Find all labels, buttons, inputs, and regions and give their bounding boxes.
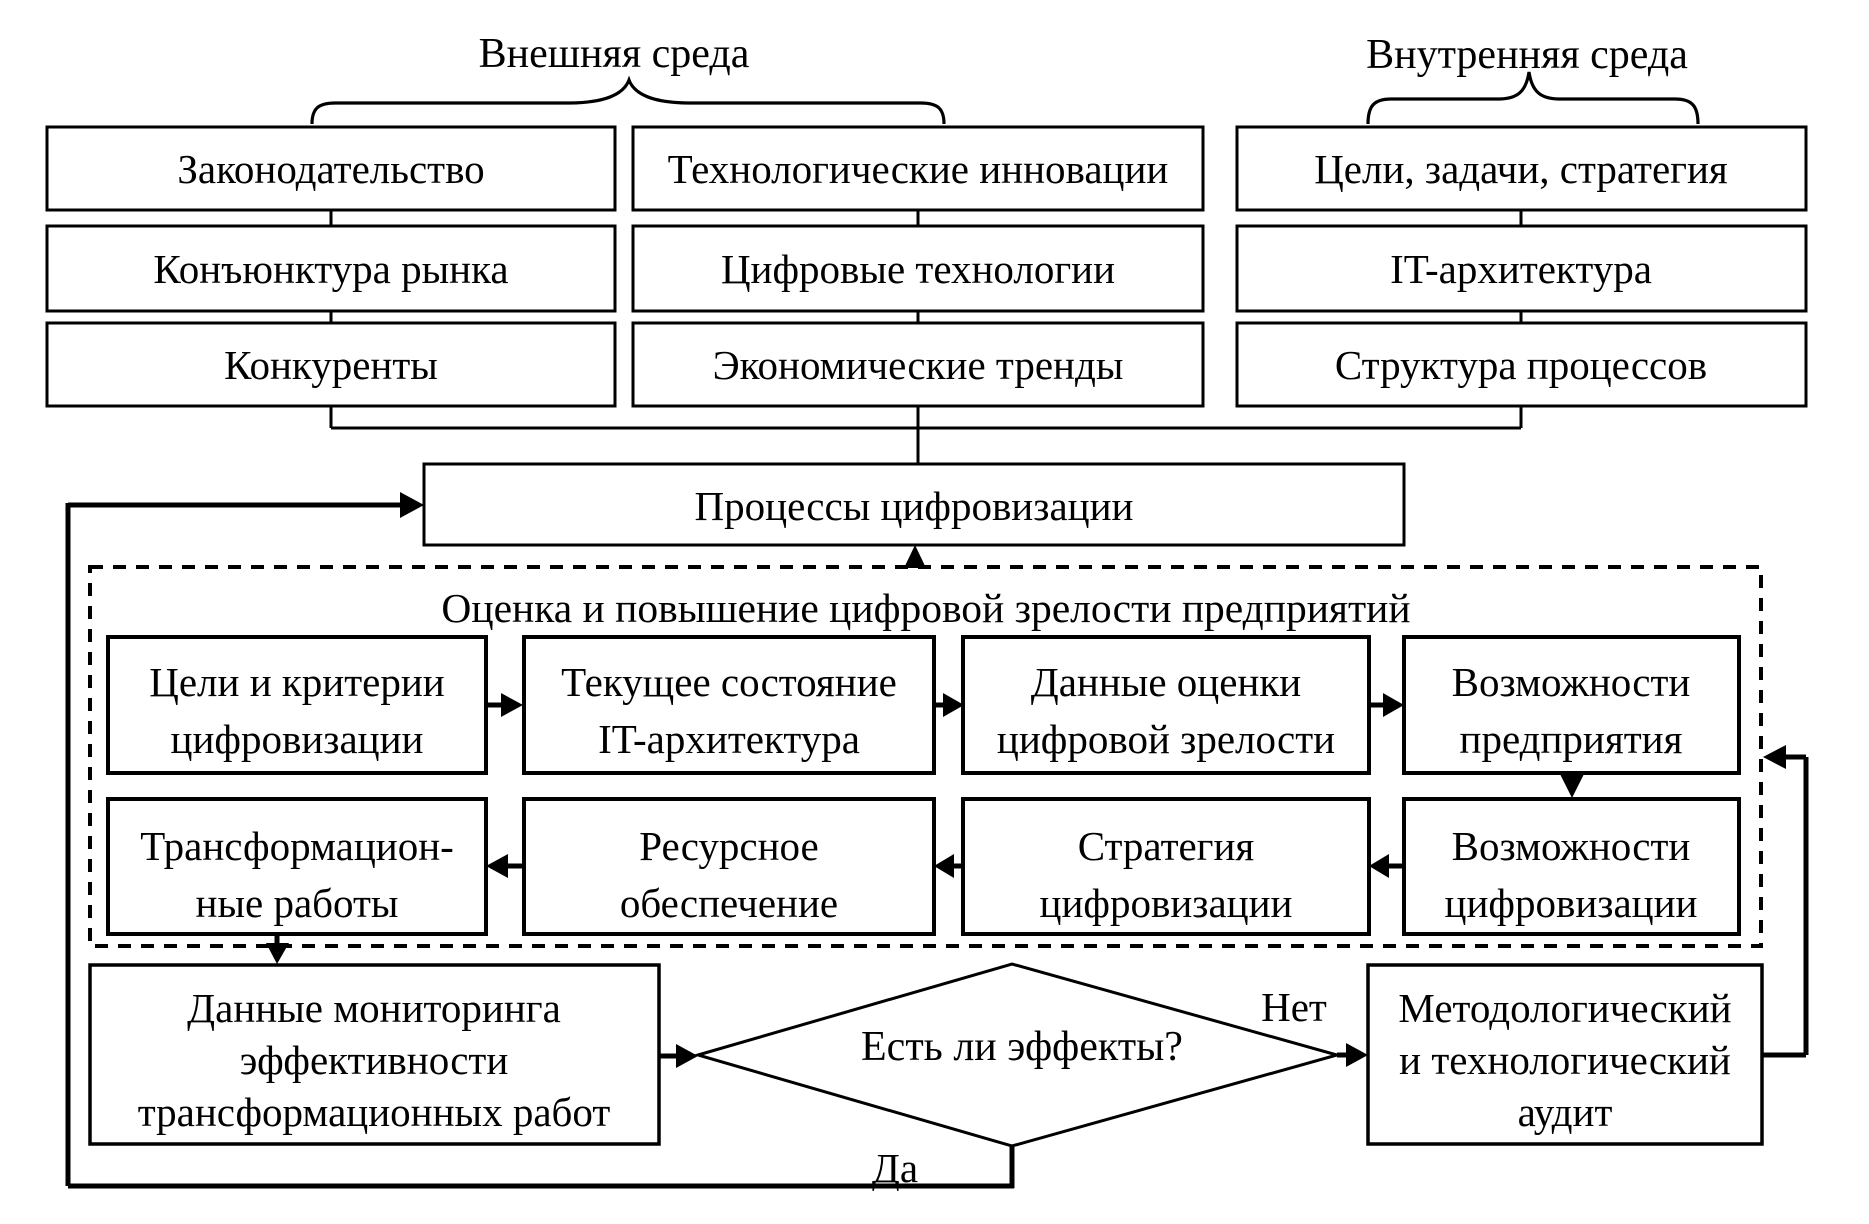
svg-text:Цифровые технологии: Цифровые технологии — [721, 246, 1115, 292]
svg-text:Структура процессов: Структура процессов — [1335, 342, 1707, 388]
svg-text:Данные оценки: Данные оценки — [1031, 659, 1301, 705]
svg-text:Методологический: Методологический — [1398, 985, 1731, 1031]
svg-text:Данные мониторинга: Данные мониторинга — [187, 985, 561, 1031]
svg-text:Конкуренты: Конкуренты — [224, 342, 438, 388]
svg-text:Есть ли эффекты?: Есть ли эффекты? — [861, 1024, 1183, 1070]
svg-text:эффективности: эффективности — [240, 1037, 509, 1083]
svg-text:IT-архитектура: IT-архитектура — [1390, 246, 1652, 292]
svg-text:Нет: Нет — [1261, 984, 1327, 1030]
svg-text:Оценка и повышение цифровой зр: Оценка и повышение цифровой зрелости пре… — [441, 585, 1410, 631]
svg-text:IT-архитектура: IT-архитектура — [598, 716, 860, 762]
svg-text:обеспечение: обеспечение — [620, 880, 838, 926]
svg-text:Цели и критерии: Цели и критерии — [149, 659, 445, 705]
svg-text:Цели, задачи, стратегия: Цели, задачи, стратегия — [1314, 146, 1728, 192]
svg-text:аудит: аудит — [1518, 1089, 1613, 1135]
svg-text:Ресурсное: Ресурсное — [639, 823, 818, 869]
svg-text:Внутренняя среда: Внутренняя среда — [1366, 32, 1688, 78]
svg-text:Да: Да — [872, 1145, 918, 1191]
svg-text:ные работы: ные работы — [196, 880, 399, 926]
svg-text:и технологический: и технологический — [1399, 1037, 1731, 1083]
svg-text:Процессы цифровизации: Процессы цифровизации — [695, 483, 1134, 529]
svg-text:Внешняя среда: Внешняя среда — [479, 31, 750, 77]
svg-text:цифровизации: цифровизации — [171, 716, 424, 762]
svg-text:цифровой зрелости: цифровой зрелости — [997, 716, 1335, 762]
svg-text:трансформационных работ: трансформационных работ — [138, 1089, 611, 1135]
svg-text:цифровизации: цифровизации — [1040, 880, 1293, 926]
svg-text:Экономические тренды: Экономические тренды — [713, 342, 1124, 388]
svg-text:Текущее состояние: Текущее состояние — [561, 659, 897, 705]
svg-text:Конъюнктура рынка: Конъюнктура рынка — [153, 246, 508, 292]
svg-text:Трансформацион-: Трансформацион- — [140, 823, 454, 869]
svg-text:Возможности: Возможности — [1452, 659, 1691, 705]
svg-text:предприятия: предприятия — [1460, 716, 1683, 762]
svg-text:Технологические инновации: Технологические инновации — [668, 146, 1169, 192]
svg-text:Законодательство: Законодательство — [177, 146, 484, 192]
svg-text:Возможности: Возможности — [1452, 823, 1691, 869]
svg-text:цифровизации: цифровизации — [1445, 880, 1698, 926]
svg-text:Стратегия: Стратегия — [1078, 823, 1255, 869]
